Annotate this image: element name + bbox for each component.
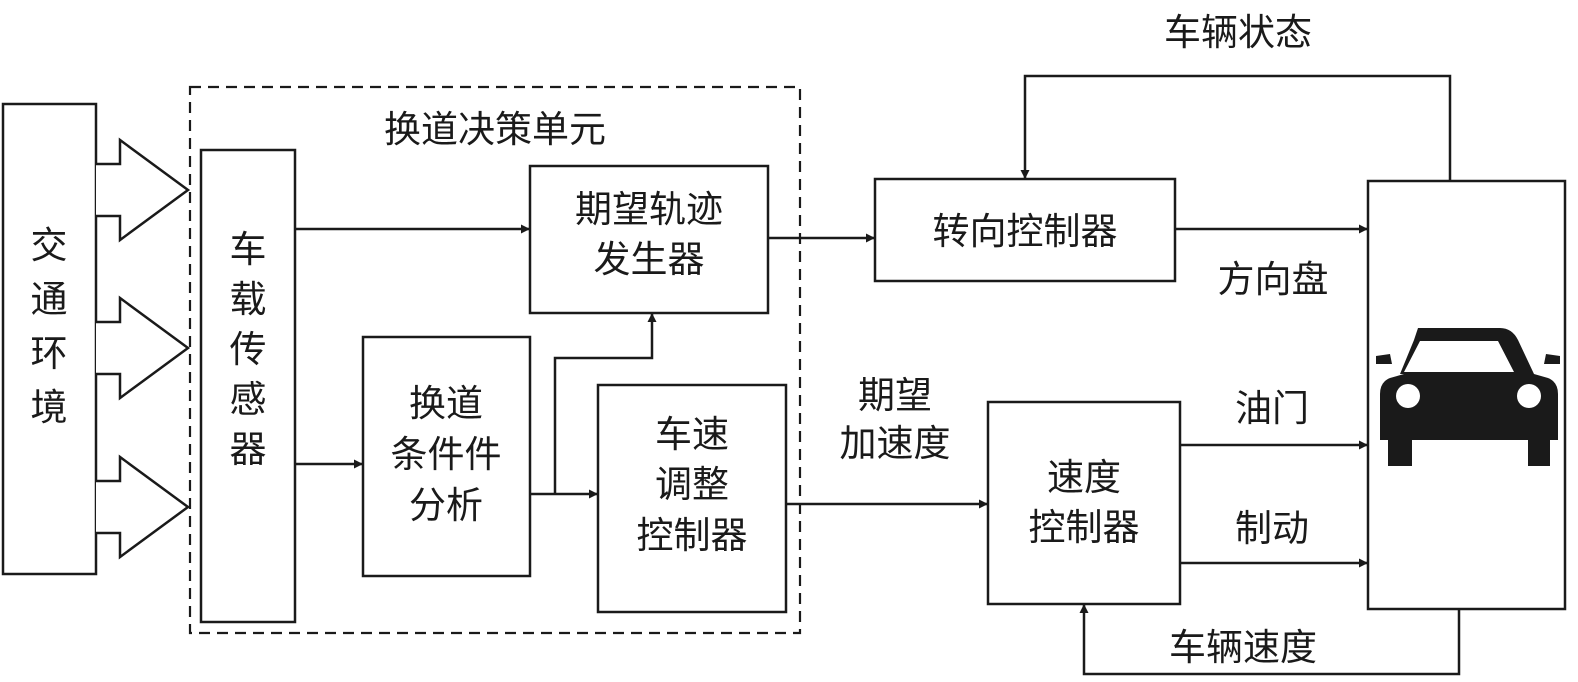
car-icon <box>1376 328 1560 466</box>
decision-unit-title: 换道决策单元 <box>384 108 606 151</box>
lane-change-condition-block <box>361 335 532 578</box>
throttle-label: 油门 <box>1235 387 1309 430</box>
speed-controller-block <box>986 400 1182 606</box>
trajectory-generator-line-2: 发生器 <box>594 238 705 281</box>
condition-line-3: 分析 <box>409 484 483 527</box>
trajectory-generator-line-1: 期望轨迹 <box>575 188 723 231</box>
speed-adjust-line-1: 车速 <box>655 413 729 456</box>
speed-adjust-line-3: 控制器 <box>637 514 748 557</box>
env-to-sensor-arrow-3 <box>96 454 191 560</box>
steering-wheel-label: 方向盘 <box>1218 258 1329 301</box>
vehicle-speed-label: 车辆速度 <box>1169 626 1317 669</box>
traffic-environment-label: 交通环境 <box>31 224 68 429</box>
condition-line-2: 条件件 <box>391 433 502 476</box>
decision-unit-boundary <box>188 85 802 635</box>
speed-adjust-line-2: 调整 <box>655 463 729 506</box>
env-to-sensor-arrow-1 <box>96 137 191 243</box>
expected-accel-line-2: 加速度 <box>840 422 951 465</box>
onboard-sensor-label: 车载传感器 <box>230 228 267 471</box>
condition-to-trajectory-arrow <box>553 313 657 494</box>
vehicle-state-label: 车辆状态 <box>1164 11 1312 54</box>
expected-accel-line-1: 期望 <box>858 374 932 417</box>
vehicle-speed-feedback-arrow <box>1079 604 1461 676</box>
trajectory-generator-block <box>528 164 770 315</box>
brake-label: 制动 <box>1235 507 1309 550</box>
speed-adjust-controller-block <box>596 383 788 614</box>
speed-controller-line-1: 速度 <box>1047 456 1121 499</box>
speed-controller-line-2: 控制器 <box>1029 506 1140 549</box>
condition-line-1: 换道 <box>409 382 483 425</box>
onboard-sensor-block <box>199 148 297 624</box>
steering-controller-label: 转向控制器 <box>933 210 1118 253</box>
steering-controller-block <box>873 177 1177 283</box>
env-to-sensor-arrow-2 <box>96 295 191 401</box>
vehicle-state-feedback-arrow <box>1020 74 1452 181</box>
